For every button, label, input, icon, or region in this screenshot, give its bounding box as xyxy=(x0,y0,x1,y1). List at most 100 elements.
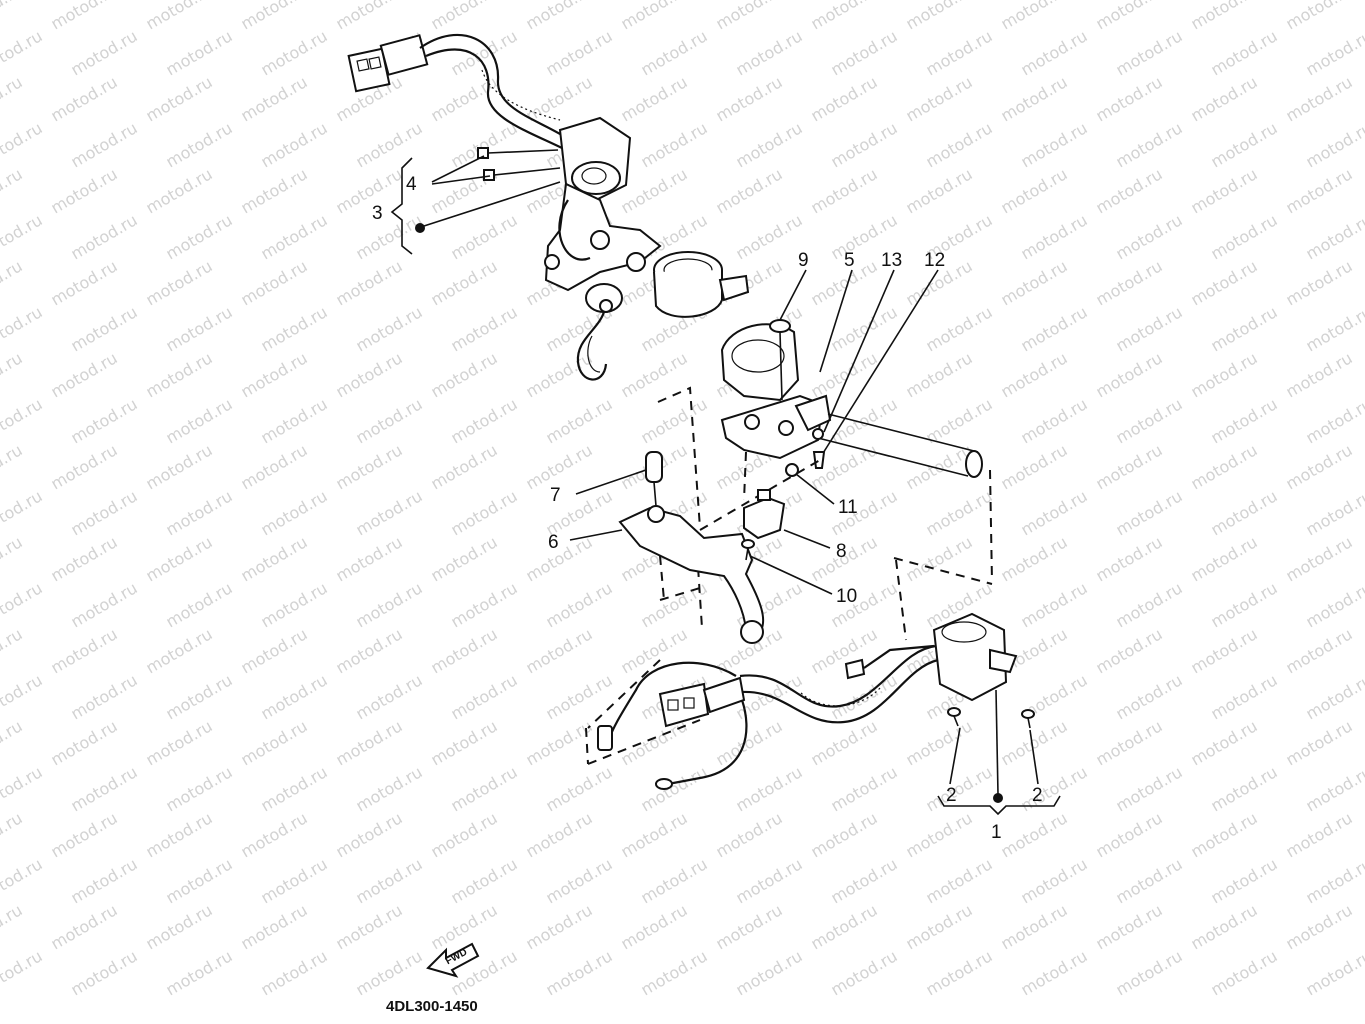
watermark-text: motod.ru xyxy=(1093,900,1166,953)
callout-3: 3 xyxy=(372,203,383,224)
watermark-text: motod.ru xyxy=(333,348,406,401)
watermark-text: motod.ru xyxy=(1113,854,1186,907)
watermark-text: motod.ru xyxy=(68,578,141,631)
watermark-text: motod.ru xyxy=(998,900,1071,953)
watermark-text: motod.ru xyxy=(448,118,521,171)
callout-4: 4 xyxy=(406,174,417,195)
watermark-text: motod.ru xyxy=(1208,302,1281,355)
watermark-text: motod.ru xyxy=(1093,532,1166,585)
watermark-text: motod.ru xyxy=(353,394,426,447)
watermark-text: motod.ru xyxy=(163,486,236,539)
watermark-text: motod.ru xyxy=(638,946,711,999)
watermark-text: motod.ru xyxy=(448,394,521,447)
watermark-text: motod.ru xyxy=(163,578,236,631)
watermark-text: motod.ru xyxy=(238,532,311,585)
watermark-text: motod.ru xyxy=(808,900,881,953)
watermark-text: motod.ru xyxy=(903,348,976,401)
watermark-text: motod.ru xyxy=(808,624,881,677)
watermark-text: motod.ru xyxy=(1303,854,1365,907)
watermark-text: motod.ru xyxy=(1093,164,1166,217)
watermark-text: motod.ru xyxy=(1113,578,1186,631)
watermark-text: motod.ru xyxy=(1208,486,1281,539)
watermark-text: motod.ru xyxy=(0,532,26,585)
watermark-text: motod.ru xyxy=(808,716,881,769)
watermark-text: motod.ru xyxy=(1093,256,1166,309)
watermark-text: motod.ru xyxy=(1303,946,1365,999)
callout-9: 9 xyxy=(798,250,809,271)
watermark-text: motod.ru xyxy=(903,716,976,769)
watermark-text: motod.ru xyxy=(68,210,141,263)
watermark-text: motod.ru xyxy=(1018,26,1091,79)
watermark-text: motod.ru xyxy=(1208,210,1281,263)
watermark-text: motod.ru xyxy=(998,808,1071,861)
watermark-text: motod.ru xyxy=(143,624,216,677)
watermark-text: motod.ru xyxy=(733,118,806,171)
watermark-text: motod.ru xyxy=(238,900,311,953)
watermark-text: motod.ru xyxy=(1283,716,1356,769)
watermark-text: motod.ru xyxy=(258,302,331,355)
watermark-text: motod.ru xyxy=(733,854,806,907)
screw-2b xyxy=(1021,709,1035,729)
watermark-text: motod.ru xyxy=(998,164,1071,217)
watermark-text: motod.ru xyxy=(258,486,331,539)
watermark-text: motod.ru xyxy=(163,210,236,263)
watermark-text: motod.ru xyxy=(0,440,26,493)
watermark-text: motod.ru xyxy=(0,72,26,125)
watermark-text: motod.ru xyxy=(1093,716,1166,769)
watermark-text: motod.ru xyxy=(543,578,616,631)
watermark-text: motod.ru xyxy=(258,946,331,999)
watermark-text: motod.ru xyxy=(258,578,331,631)
watermark-text: motod.ru xyxy=(143,808,216,861)
watermark-text: motod.ru xyxy=(808,348,881,401)
watermark-text: motod.ru xyxy=(163,394,236,447)
watermark-text: motod.ru xyxy=(1188,348,1261,401)
watermark-text: motod.ru xyxy=(48,348,121,401)
screw-4a xyxy=(477,147,559,159)
screw-10 xyxy=(741,539,755,561)
watermark-text: motod.ru xyxy=(353,578,426,631)
watermark-text: motod.ru xyxy=(143,532,216,585)
watermark-text: motod.ru xyxy=(808,164,881,217)
watermark-text: motod.ru xyxy=(733,946,806,999)
watermark-text: motod.ru xyxy=(1188,808,1261,861)
callout-5: 5 xyxy=(844,250,855,271)
watermark-text: motod.ru xyxy=(0,118,46,171)
watermark-text: motod.ru xyxy=(1113,394,1186,447)
watermark-text: motod.ru xyxy=(163,762,236,815)
watermark-text: motod.ru xyxy=(1113,302,1186,355)
watermark-text: motod.ru xyxy=(333,808,406,861)
watermark-text: motod.ru xyxy=(1188,0,1261,33)
watermark-text: motod.ru xyxy=(68,762,141,815)
watermark-text: motod.ru xyxy=(618,164,691,217)
callout-8: 8 xyxy=(836,541,847,562)
watermark-text: motod.ru xyxy=(1093,440,1166,493)
watermark-text: motod.ru xyxy=(523,716,596,769)
watermark-text: motod.ru xyxy=(258,26,331,79)
watermark-text: motod.ru xyxy=(1018,302,1091,355)
screw-2a xyxy=(947,707,961,727)
watermark-text: motod.ru xyxy=(238,164,311,217)
watermark-text: motod.ru xyxy=(1208,854,1281,907)
watermark-text: motod.ru xyxy=(828,26,901,79)
watermark-text: motod.ru xyxy=(923,118,996,171)
watermark-text: motod.ru xyxy=(713,0,786,33)
watermark-text: motod.ru xyxy=(48,532,121,585)
watermark-text: motod.ru xyxy=(68,486,141,539)
watermark-text: motod.ru xyxy=(1018,578,1091,631)
watermark-text: motod.ru xyxy=(638,26,711,79)
watermark-text: motod.ru xyxy=(1208,26,1281,79)
watermark-text: motod.ru xyxy=(143,72,216,125)
bracket-1 xyxy=(937,795,1061,816)
watermark-text: motod.ru xyxy=(143,440,216,493)
watermark-text: motod.ru xyxy=(428,532,501,585)
callout-1: 1 xyxy=(991,822,1002,843)
watermark-text: motod.ru xyxy=(333,900,406,953)
callout-12: 12 xyxy=(924,250,945,271)
watermark-text: motod.ru xyxy=(923,762,996,815)
watermark-text: motod.ru xyxy=(238,256,311,309)
watermark-text: motod.ru xyxy=(1283,808,1356,861)
watermark-text: motod.ru xyxy=(333,0,406,33)
assembly-dot-1 xyxy=(993,793,1003,803)
watermark-text: motod.ru xyxy=(163,26,236,79)
